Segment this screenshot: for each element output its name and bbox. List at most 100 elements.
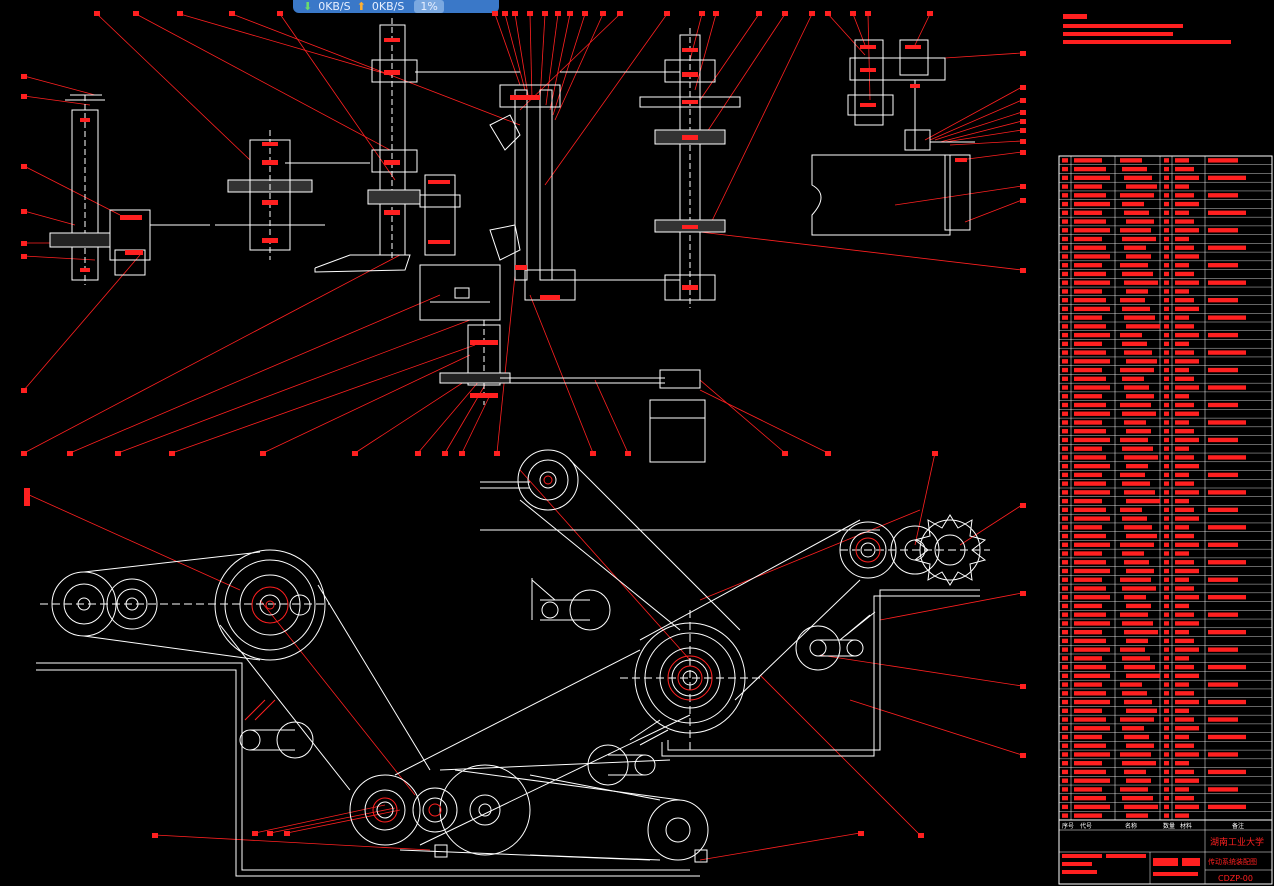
bom-cell-text bbox=[1062, 577, 1068, 582]
bom-cell-text bbox=[1208, 629, 1246, 635]
bom-cell-text bbox=[1164, 201, 1169, 207]
bom-cell-text bbox=[1164, 411, 1169, 416]
bom-cell-text bbox=[1122, 271, 1153, 277]
bom-cell-text bbox=[1164, 612, 1169, 617]
bom-cell-text bbox=[1062, 629, 1068, 635]
bom-cell-text bbox=[1074, 472, 1102, 478]
bom-cell-text bbox=[1208, 175, 1246, 181]
bom-cell-text bbox=[1062, 341, 1068, 347]
bom-cell-text bbox=[1164, 166, 1169, 172]
bom-cell-text bbox=[1208, 332, 1238, 338]
bom-cell-text bbox=[1164, 498, 1169, 504]
bom-cell-text bbox=[1164, 271, 1169, 277]
bom-cell-text bbox=[1062, 315, 1068, 320]
bom-cell-text bbox=[1175, 490, 1199, 495]
bom-cell-text bbox=[1126, 568, 1154, 574]
bom-cell-text bbox=[1164, 158, 1169, 163]
bom-cell-text bbox=[1062, 429, 1068, 434]
bom-cell-text bbox=[1074, 664, 1106, 670]
bom-cell-text bbox=[1175, 306, 1199, 312]
bom-cell-text bbox=[1122, 656, 1150, 661]
bom-cell-text bbox=[1074, 752, 1110, 757]
bom-cell-text bbox=[1120, 297, 1145, 303]
bom-cell-text bbox=[1175, 568, 1199, 574]
bom-cell-text bbox=[1175, 411, 1199, 416]
bom-cell-text bbox=[1062, 166, 1068, 172]
bom-cell-text bbox=[1120, 263, 1148, 268]
bom-cell-text bbox=[1122, 795, 1153, 801]
bom-cell-text bbox=[1175, 743, 1194, 748]
bom-cell-text bbox=[1124, 315, 1155, 320]
bom-cell-text bbox=[1074, 175, 1110, 181]
bom-cell-text bbox=[1062, 525, 1068, 530]
bom-cell-text bbox=[1175, 385, 1199, 390]
bom-cell-text bbox=[1062, 551, 1068, 556]
bom-cell-text bbox=[1175, 682, 1189, 687]
bom-cell-text bbox=[1062, 560, 1068, 565]
bom-cell-text bbox=[1074, 490, 1110, 495]
bom-cell-text bbox=[1074, 612, 1106, 617]
bom-cell-text bbox=[1208, 490, 1246, 495]
bom-cell-text bbox=[1164, 332, 1169, 338]
bom-cell-text bbox=[1164, 560, 1169, 565]
bom-cell-text bbox=[1175, 367, 1189, 373]
bom-cell-text bbox=[1120, 437, 1148, 443]
bom-cell-text bbox=[1062, 402, 1068, 408]
bom-cell-text bbox=[1208, 350, 1246, 355]
bom-cell-text bbox=[1074, 184, 1102, 189]
bom-cell-text bbox=[1074, 533, 1106, 539]
bom-cell-text bbox=[1175, 455, 1194, 460]
bom-cell-text bbox=[1164, 813, 1169, 818]
bom-cell-text bbox=[1208, 297, 1238, 303]
bom-cell-text bbox=[1062, 201, 1068, 207]
bom-cell-text bbox=[1074, 795, 1106, 801]
bom-cell-text bbox=[1062, 271, 1068, 277]
bom-cell-text bbox=[1164, 306, 1169, 312]
bom-cell-text bbox=[1074, 708, 1102, 713]
bom-cell-text bbox=[1062, 795, 1068, 801]
bom-cell-text bbox=[1208, 245, 1246, 250]
bom-cell-text bbox=[1062, 507, 1068, 513]
bom-cell-text bbox=[1062, 455, 1068, 460]
bom-cell-text bbox=[1074, 166, 1106, 172]
bom-cell-text bbox=[1126, 778, 1151, 783]
bom-cell-text bbox=[1062, 664, 1068, 670]
bom-cell-text bbox=[1175, 219, 1194, 224]
bom-cell-text bbox=[1126, 289, 1148, 294]
bom-cell-text bbox=[1208, 280, 1246, 285]
download-speed: 0KB/S bbox=[318, 0, 351, 13]
bom-cell-text bbox=[1164, 236, 1169, 242]
bom-cell-text bbox=[1164, 367, 1169, 373]
bom-cell-text bbox=[1062, 289, 1068, 294]
bom-cell-text bbox=[1074, 629, 1102, 635]
bom-cell-text bbox=[1126, 184, 1157, 189]
download-arrow-icon: ⬇ bbox=[303, 0, 313, 13]
bom-cell-text bbox=[1074, 245, 1106, 250]
bom-cell-text bbox=[1074, 743, 1106, 748]
bom-cell-text bbox=[1175, 472, 1189, 478]
bom-cell-text bbox=[1074, 289, 1102, 294]
bom-cell-text bbox=[1062, 734, 1068, 740]
bom-cell-text bbox=[1074, 210, 1102, 215]
bom-cell-text bbox=[1062, 699, 1068, 705]
bom-cell-text bbox=[1074, 455, 1106, 460]
bom-cell-text bbox=[1208, 560, 1246, 565]
bom-cell-text bbox=[1126, 254, 1151, 259]
bom-cell-text bbox=[1208, 542, 1238, 547]
bom-cell-text bbox=[1062, 586, 1068, 591]
bom-cell-text bbox=[1164, 699, 1169, 705]
bom-cell-text bbox=[1074, 437, 1110, 443]
bom-cell-text bbox=[1074, 525, 1102, 530]
leader-balloons bbox=[21, 11, 1026, 838]
bom-header-cell: 序号 bbox=[1062, 822, 1074, 830]
bom-cell-text bbox=[1175, 717, 1194, 722]
bom-cell-text bbox=[1164, 193, 1169, 198]
bom-cell-text bbox=[1074, 429, 1106, 434]
bom-cell-text bbox=[1074, 804, 1110, 810]
bom-cell-text bbox=[1175, 289, 1189, 294]
network-monitor-widget[interactable]: ⬇ 0KB/S ⬆ 0KB/S 1% bbox=[293, 0, 499, 13]
bom-cell-text bbox=[1208, 437, 1238, 443]
bom-cell-text bbox=[1074, 699, 1110, 705]
bom-cell-text bbox=[1164, 595, 1169, 600]
